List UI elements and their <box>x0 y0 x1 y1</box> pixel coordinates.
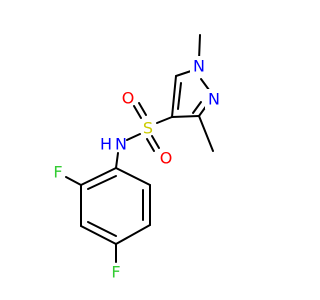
label-bg-n1 <box>190 56 208 76</box>
bond-c4-c5 <box>171 75 177 118</box>
bond-ar-f1 <box>65 176 82 186</box>
bond-s-o2-double <box>146 138 155 152</box>
bond-c3-methyl <box>198 115 214 152</box>
bond-c4-c5-double <box>177 82 182 110</box>
bond-s-o1-double <box>138 102 147 116</box>
atom-h-label: H <box>100 135 112 154</box>
bond-ar6-double <box>87 175 117 190</box>
atom-f1-label: F <box>53 163 62 182</box>
atom-f2-label: F <box>111 263 120 282</box>
bond-ar3 <box>115 224 151 245</box>
label-bg-n2 <box>205 89 223 109</box>
bond-ar6 <box>80 167 117 186</box>
bond-ar1 <box>115 167 151 186</box>
bond-s-o1 <box>133 105 142 119</box>
bond-nh-c1 <box>115 152 119 169</box>
bond-c3-c4 <box>171 115 200 118</box>
bond-c4-s <box>156 116 173 124</box>
bonds <box>65 34 214 263</box>
bond-ar4 <box>80 225 117 245</box>
atom-s-label: S <box>143 119 153 138</box>
bond-n2-c3-double <box>192 101 202 114</box>
bond-s-o2 <box>151 135 160 149</box>
molecule-structure: N N S O O N H F F <box>53 34 223 282</box>
bond-n1-methyl <box>198 34 201 61</box>
bond-s-nh <box>126 133 141 141</box>
atom-n2-label: N <box>208 90 220 109</box>
atom-labels: N N S O O N H F F <box>53 56 223 282</box>
atom-o2-label: O <box>160 149 173 168</box>
atom-o1-label: O <box>122 89 135 108</box>
atom-n1-label: N <box>193 57 205 76</box>
atom-nh-label: N <box>115 135 127 154</box>
bond-ar4-double <box>87 221 117 237</box>
